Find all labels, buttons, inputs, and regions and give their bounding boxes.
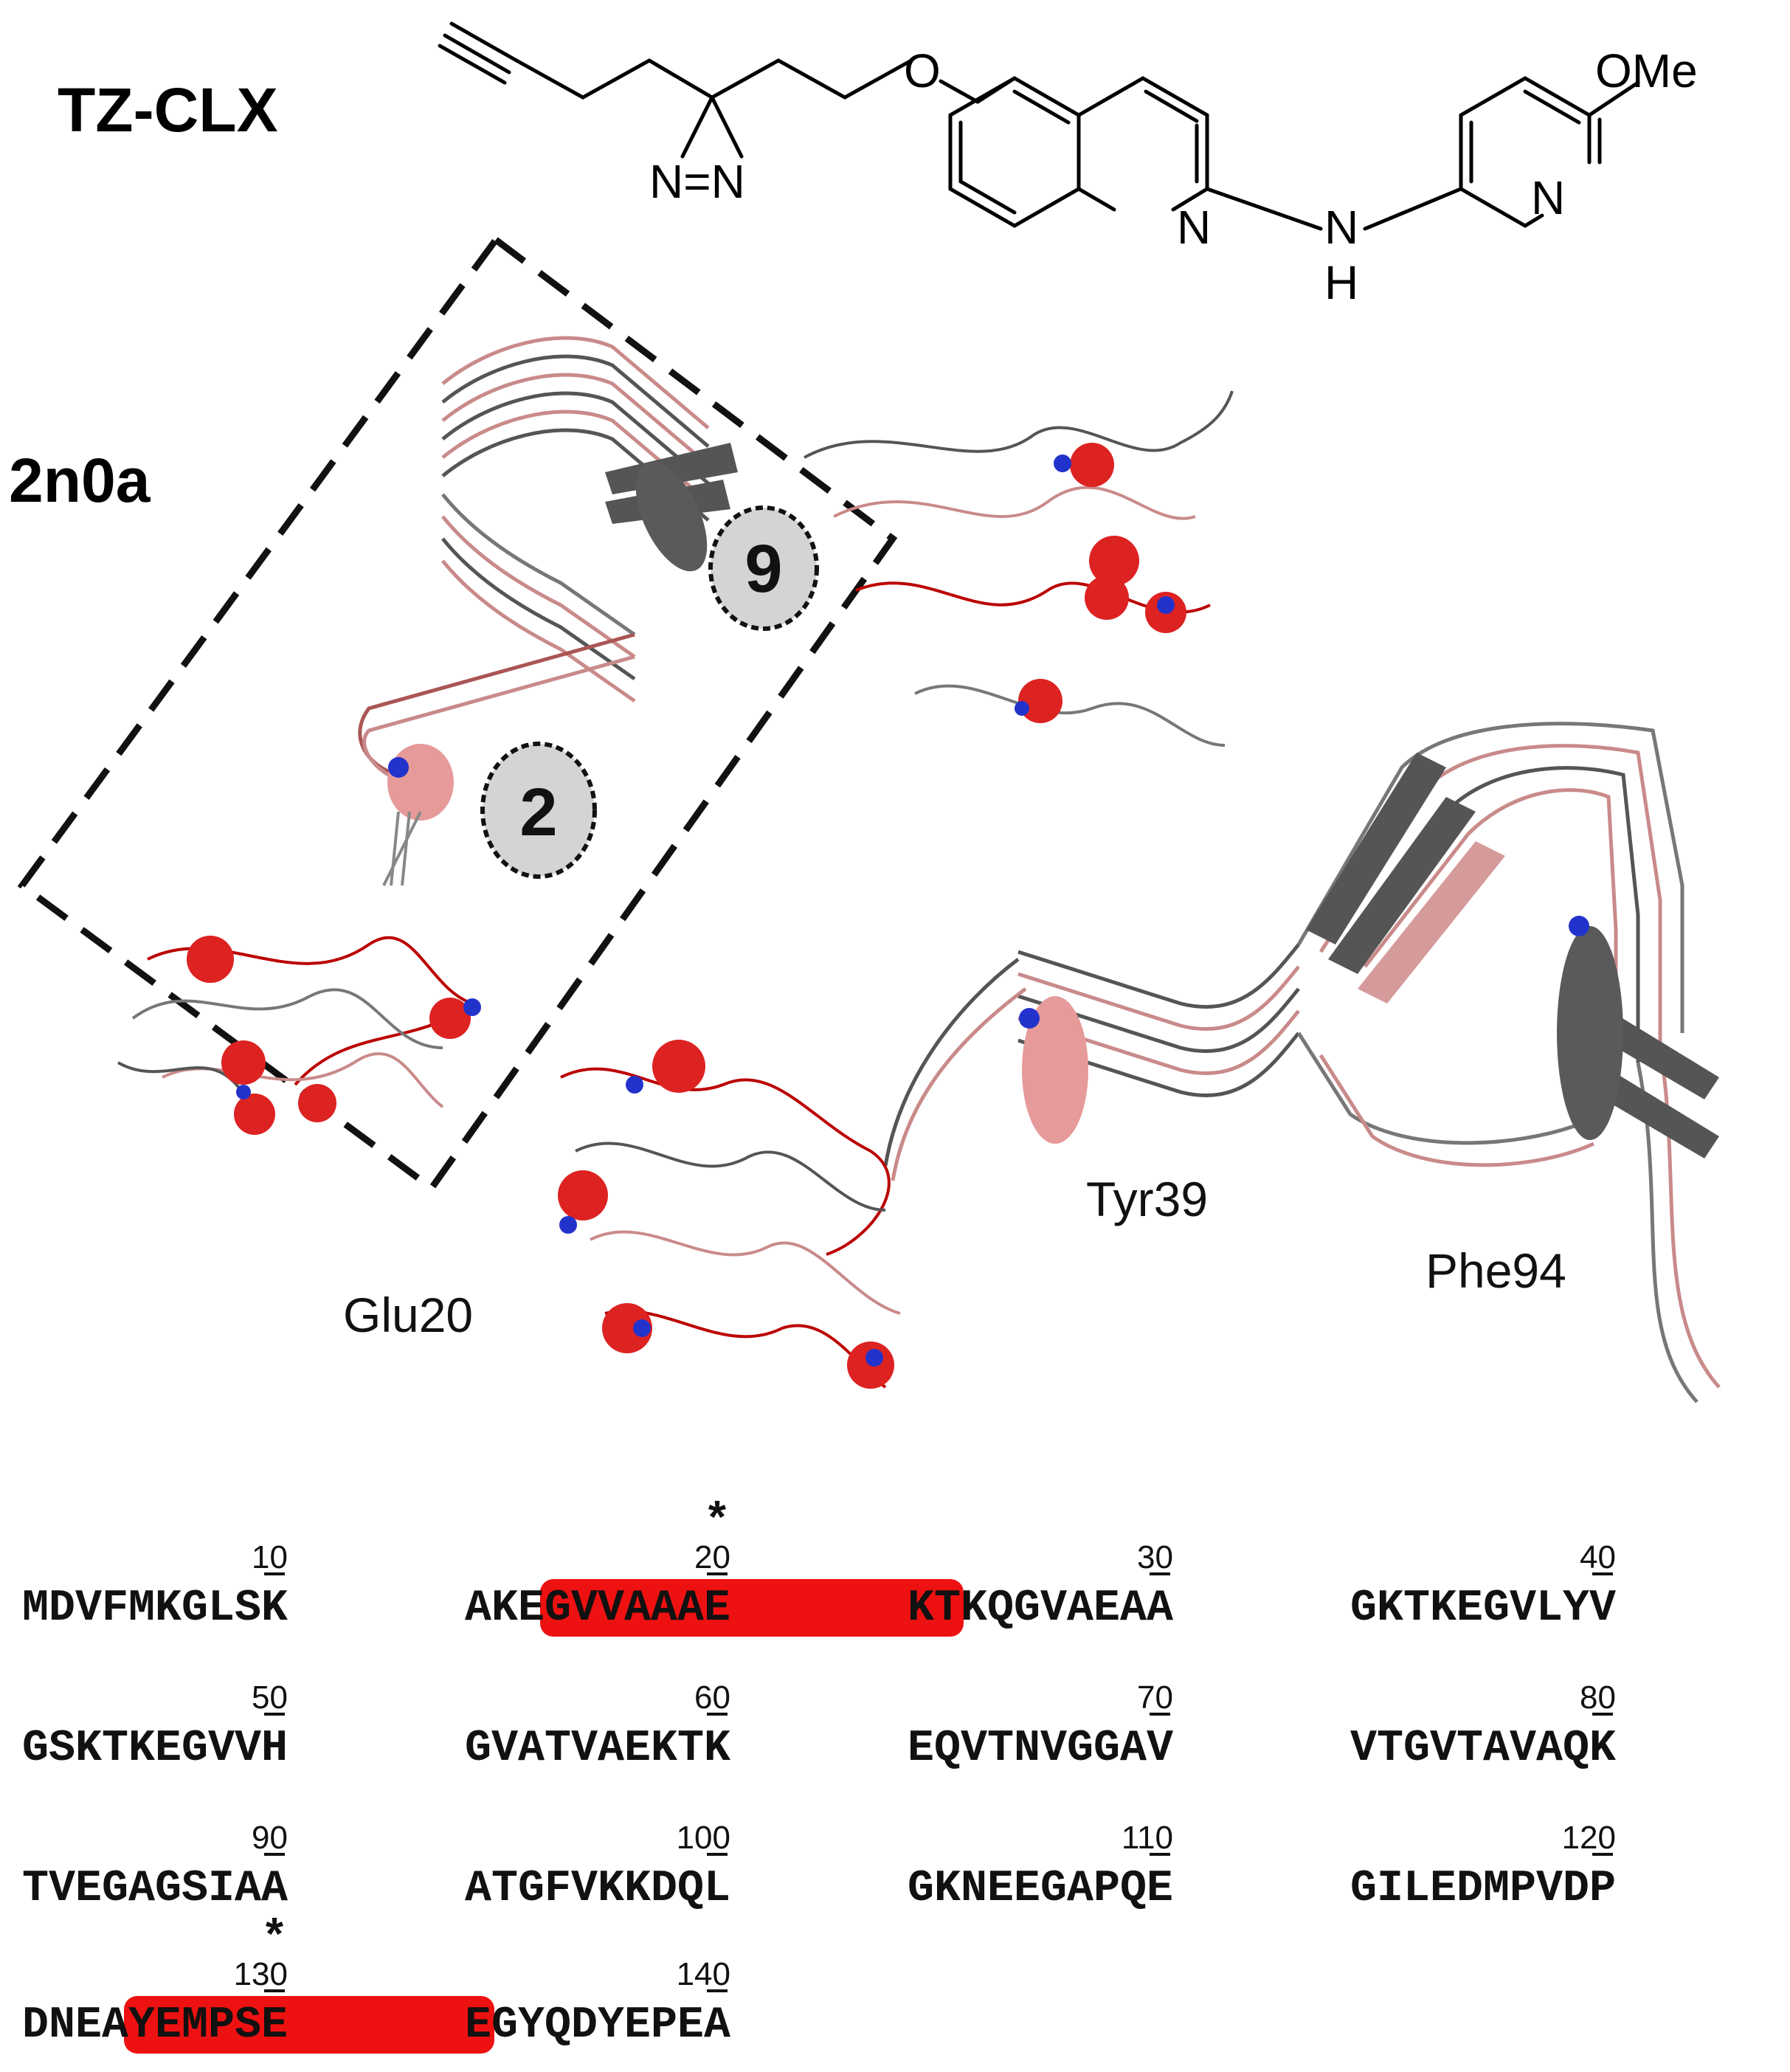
- sequence-block: GKTKEGVLYV: [1350, 1584, 1616, 1634]
- position-number: 110: [1122, 1820, 1173, 1856]
- fibril-core-1: [358, 336, 738, 886]
- sequence-block: GILEDMPVDP: [1350, 1864, 1616, 1914]
- disordered-region-2: [804, 390, 1234, 747]
- photo-crosslink-asterisk: *: [266, 1909, 284, 1960]
- position-number: 50: [252, 1679, 288, 1716]
- sequence-block: TVEGAGSIAA: [22, 1864, 288, 1914]
- position-number: 10: [252, 1539, 288, 1575]
- sequence-block: MDVFMKGLSK: [22, 1584, 288, 1634]
- position-number: 90: [252, 1820, 288, 1856]
- compound-name: TZ-CLX: [58, 75, 278, 145]
- sequence-block: GVATVAEKTK: [465, 1724, 730, 1774]
- residue-label-glu20: Glu20: [343, 1288, 473, 1342]
- position-number: 130: [234, 1956, 288, 1992]
- sequence-highlight: [540, 1579, 964, 1637]
- residue-label-phe94: Phe94: [1426, 1243, 1566, 1298]
- sequence-block: EGYQDYEPEA: [465, 2000, 730, 2051]
- molecule-skeleton: [438, 21, 1640, 231]
- atom-methoxy: OMe: [1595, 44, 1698, 97]
- badge-9-label: 9: [744, 531, 782, 607]
- protein-structure: 2n0a: [9, 235, 1721, 1403]
- position-number: 70: [1137, 1679, 1173, 1716]
- sequence-highlight: [124, 1996, 494, 2054]
- position-number: 60: [694, 1679, 730, 1716]
- pdb-id: 2n0a: [9, 446, 151, 515]
- fibril-core-2: [883, 722, 1721, 1403]
- position-number: 30: [1137, 1539, 1173, 1575]
- position-number: 80: [1580, 1679, 1616, 1716]
- badge-2-label: 2: [519, 775, 557, 850]
- atom-oxygen: O: [904, 44, 941, 97]
- sequence-block: GKNEEGAPQE: [908, 1864, 1173, 1914]
- sequence-block: EQVTNVGGAV: [908, 1724, 1173, 1774]
- sequence-block: KTKQGVAEAA: [908, 1584, 1173, 1634]
- position-number: 120: [1562, 1820, 1616, 1856]
- position-number: 140: [677, 1956, 730, 1992]
- sequence-block: ATGFVKKDQL: [465, 1864, 730, 1914]
- region-badge-9: 9: [708, 505, 819, 631]
- position-number: 20: [694, 1539, 730, 1575]
- sequence-block: GSKTKEGVVH: [22, 1724, 288, 1774]
- position-number: 40: [1580, 1539, 1616, 1575]
- disordered-region-3: [558, 1040, 901, 1389]
- sequence-block: VTGVTAVAQK: [1350, 1724, 1616, 1774]
- atom-quinoline-n: N: [1177, 201, 1211, 254]
- disordered-region-1: [117, 936, 481, 1135]
- atom-amine-h: H: [1324, 256, 1358, 309]
- atom-amine-n: N: [1324, 201, 1358, 254]
- atom-pyridine-n: N: [1531, 171, 1565, 224]
- position-number: 100: [677, 1820, 730, 1856]
- chemical-structure: TZ-CLX: [58, 21, 1698, 309]
- selection-box: [17, 235, 898, 1193]
- sequence-block: AKEGVVAAAE: [465, 1584, 730, 1634]
- sequence-block: DNEAYEMPSE: [22, 2000, 288, 2051]
- photo-crosslink-asterisk: *: [708, 1492, 727, 1543]
- region-badge-2: 2: [480, 742, 597, 879]
- residue-label-tyr39: Tyr39: [1086, 1172, 1208, 1226]
- atom-diazirine: N=N: [649, 155, 745, 208]
